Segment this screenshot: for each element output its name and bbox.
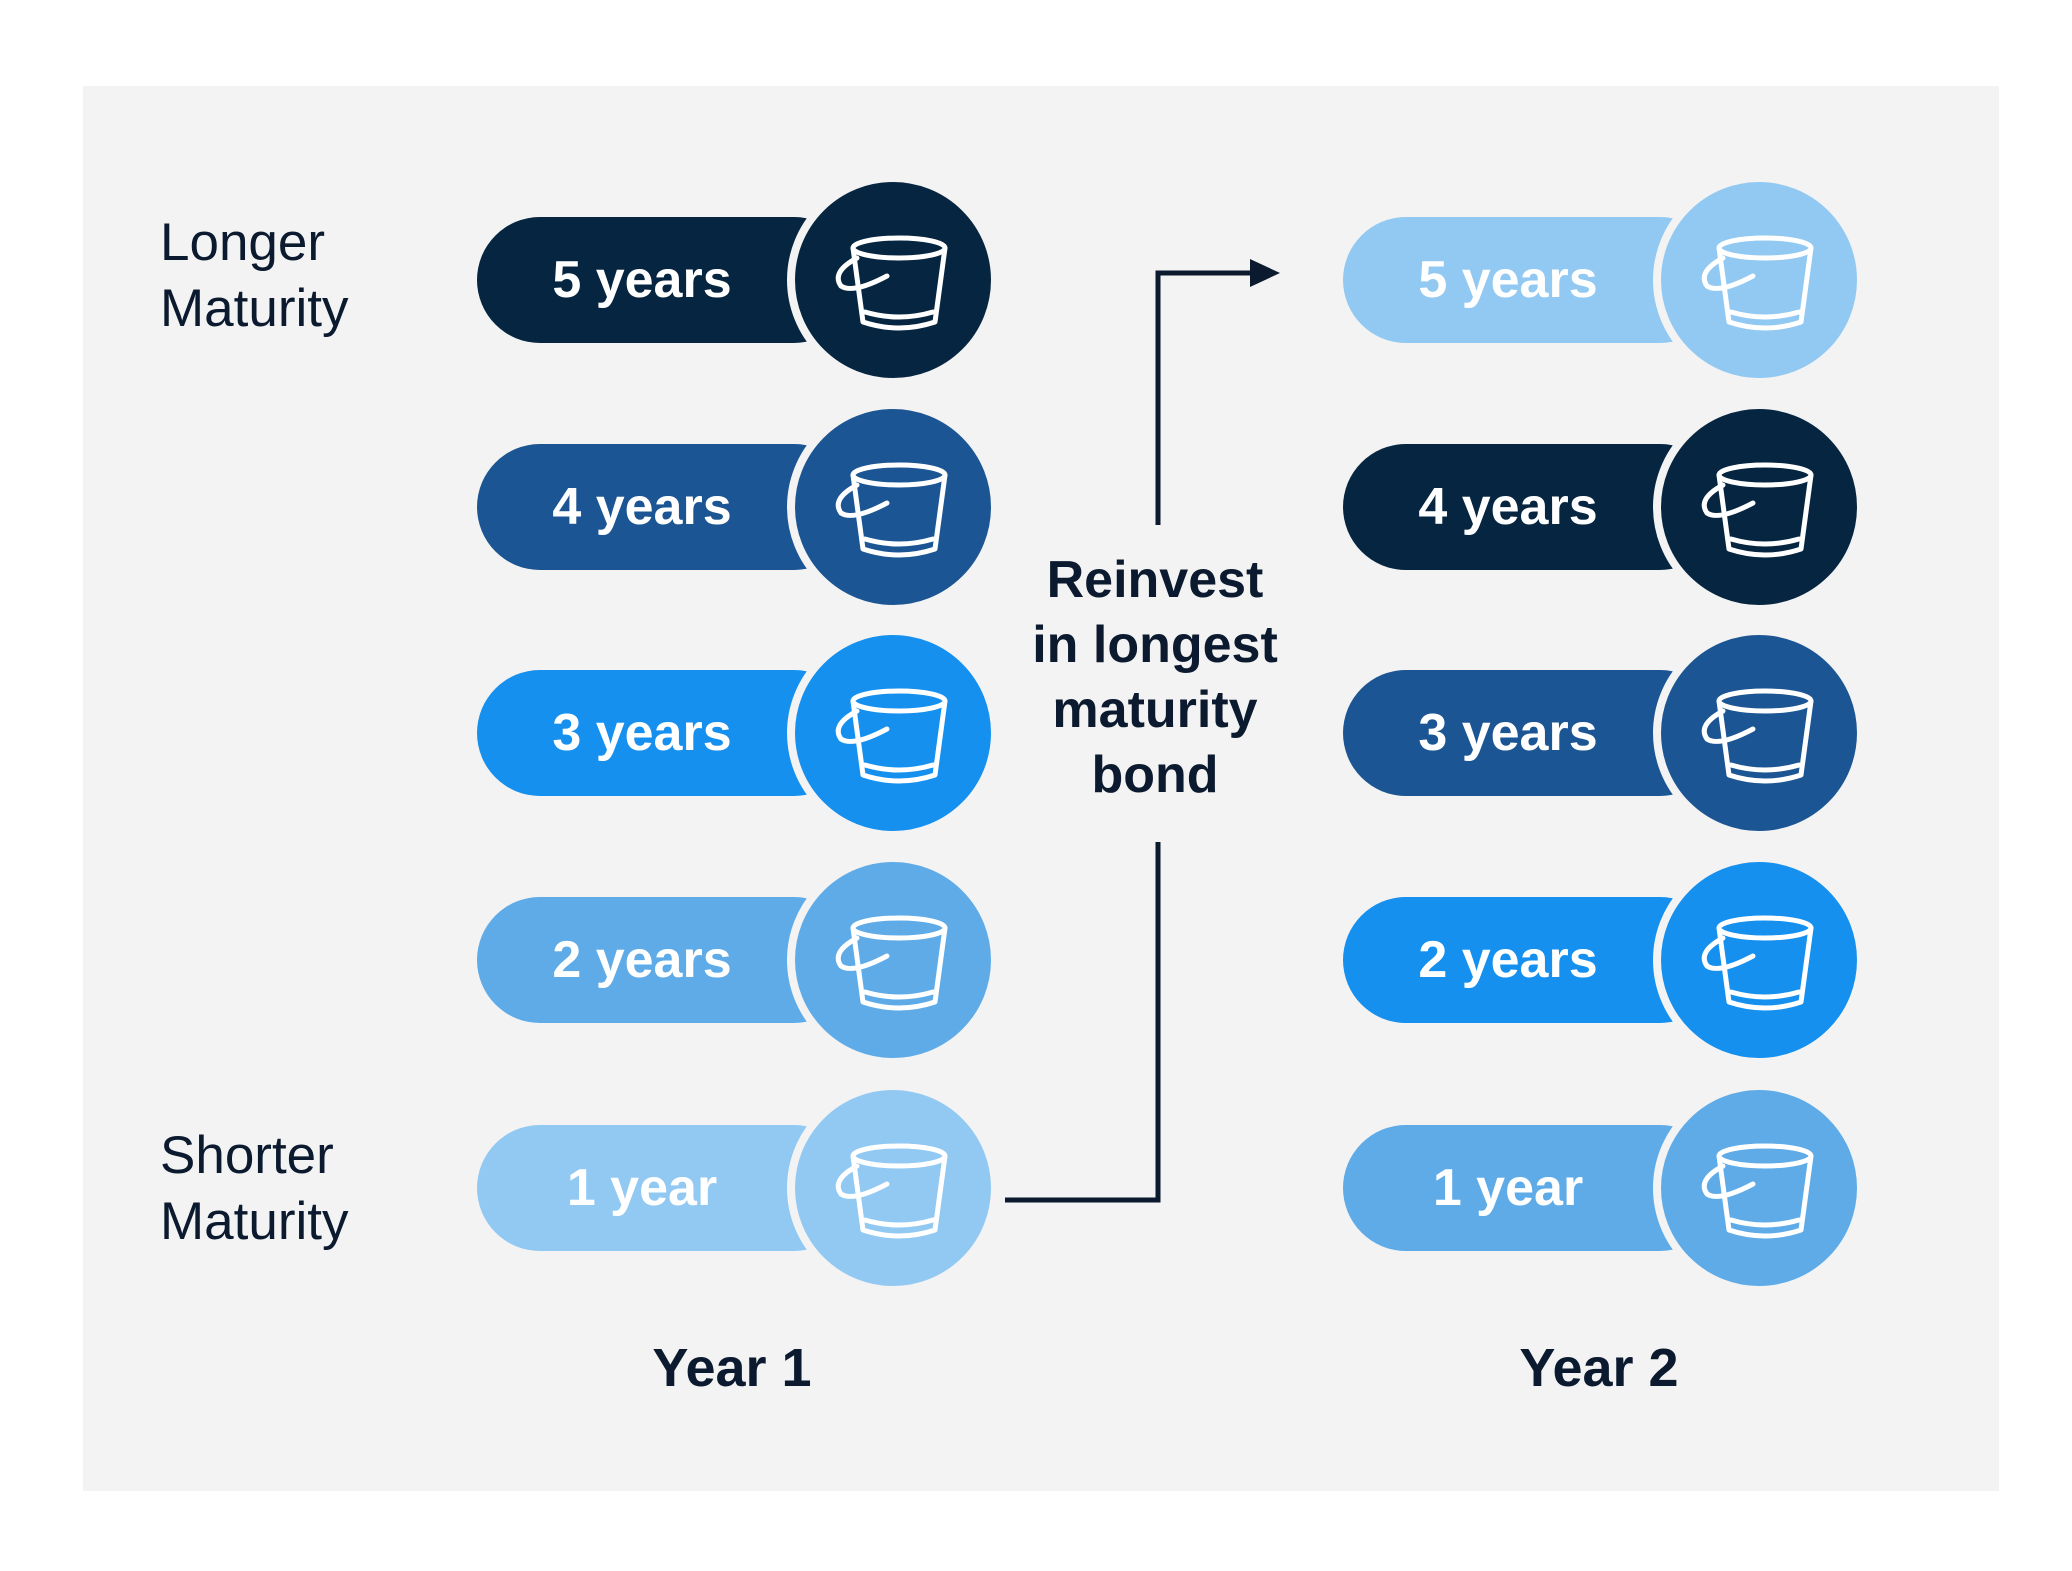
bucket-icon (1653, 401, 1865, 613)
reinvest-note: Reinvest in longest maturity bond (1032, 551, 1278, 804)
rung-label: 3 years (552, 704, 732, 762)
year-1-label: Year 1 (652, 1338, 812, 1398)
bucket-icon (787, 627, 999, 839)
bucket-icon (787, 174, 999, 386)
connector-upper-line (1155, 270, 1250, 525)
year-2-label: Year 2 (1519, 1338, 1679, 1398)
connector-lower-line (1005, 842, 1161, 1203)
rung-label: 4 years (1418, 478, 1598, 536)
bucket-icon (1653, 854, 1865, 1066)
bucket-icon (1653, 627, 1865, 839)
bucket-icon (787, 1082, 999, 1294)
bucket-icon (1653, 1082, 1865, 1294)
arrow-right-icon (1250, 259, 1280, 287)
rung-label: 2 years (1418, 931, 1598, 989)
rung-label: 3 years (1418, 704, 1598, 762)
rung-label: 2 years (552, 931, 732, 989)
rung-label: 5 years (552, 251, 732, 309)
longer-maturity-label: Longer Maturity (160, 213, 349, 338)
rung-pill: 2 years (477, 897, 857, 1023)
rung-label: 5 years (1418, 251, 1598, 309)
rung-label: 4 years (552, 478, 732, 536)
rung-label: 1 year (566, 1159, 718, 1217)
shorter-maturity-label: Shorter Maturity (160, 1126, 349, 1251)
bucket-icon (1653, 174, 1865, 386)
bucket-icon (787, 854, 999, 1066)
bucket-icon (787, 401, 999, 613)
rung-label: 1 year (1432, 1159, 1584, 1217)
rung-pill: 4 years (1343, 444, 1723, 570)
